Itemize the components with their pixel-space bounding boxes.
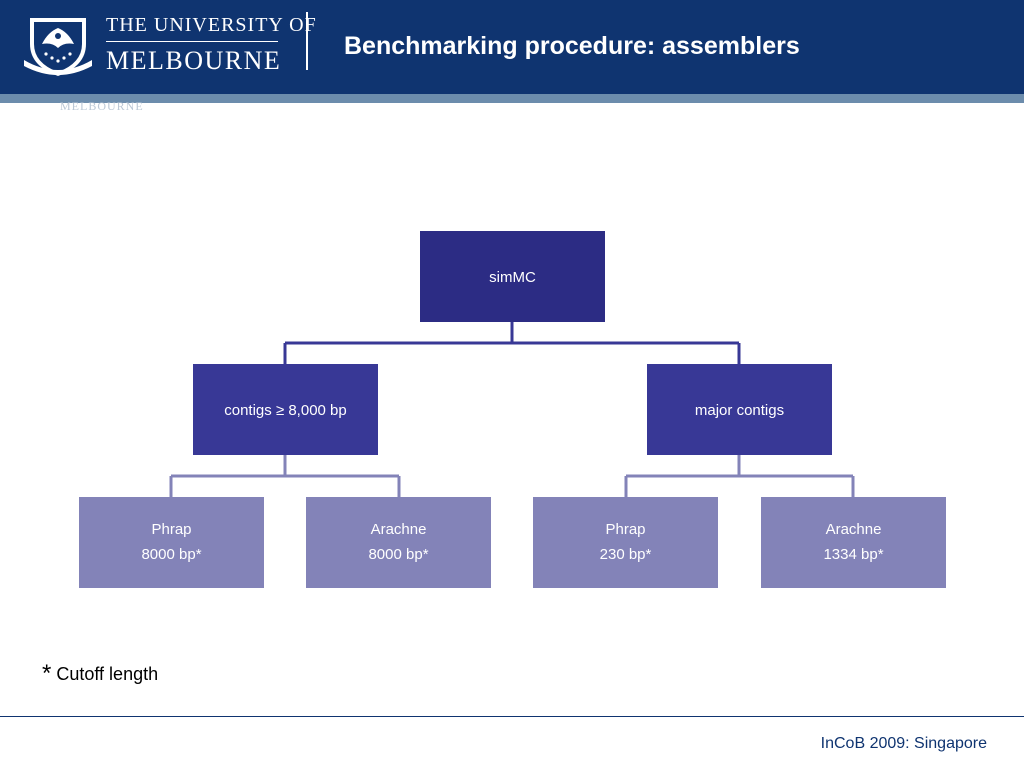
university-name-rule [106, 41, 278, 42]
leaf-arachne-8000: Arachne 8000 bp* [306, 497, 491, 588]
ghost-logo-text: MELBOURNE [60, 99, 144, 113]
footnote-text: Cutoff length [56, 664, 159, 684]
footer-conference-label: InCoB 2009: Singapore [820, 735, 987, 752]
leaf-cutoff-value: 8000 bp* [141, 546, 202, 563]
leaf-assembler-name: Arachne [370, 521, 427, 538]
node-simmc: simMC [420, 231, 605, 322]
header-divider [306, 12, 308, 70]
leaf-phrap-8000: Phrap 8000 bp* [79, 497, 264, 588]
university-name-line2: MELBOURNE [106, 46, 282, 75]
node-contigs-8000: contigs ≥ 8,000 bp [193, 364, 378, 455]
leaf-assembler-name: Arachne [825, 521, 882, 538]
leaf-cutoff-value: 8000 bp* [368, 546, 429, 563]
footnote: * Cutoff length [42, 660, 159, 692]
header-stripe [0, 94, 1024, 103]
header-bar: THE UNIVERSITY OF MELBOURNE Benchmarking… [0, 0, 1024, 94]
node-major-contigs: major contigs [647, 364, 832, 455]
node-major-contigs-label: major contigs [694, 402, 785, 419]
node-simmc-label: simMC [489, 269, 536, 286]
leaf-assembler-name: Phrap [151, 521, 192, 538]
leaf-assembler-name: Phrap [605, 521, 646, 538]
footer-rule [0, 716, 1024, 717]
leaf-cutoff-value: 1334 bp* [823, 546, 884, 563]
footnote-star: * [42, 660, 52, 687]
leaf-arachne-1334: Arachne 1334 bp* [761, 497, 946, 588]
university-crest-icon [24, 18, 92, 76]
node-contigs-8000-label: contigs ≥ 8,000 bp [224, 402, 347, 419]
slide-title: Benchmarking procedure: assemblers [344, 32, 800, 60]
leaf-phrap-230: Phrap 230 bp* [533, 497, 718, 588]
leaf-cutoff-value: 230 bp* [599, 546, 652, 563]
university-name-line1: THE UNIVERSITY OF [106, 14, 317, 36]
